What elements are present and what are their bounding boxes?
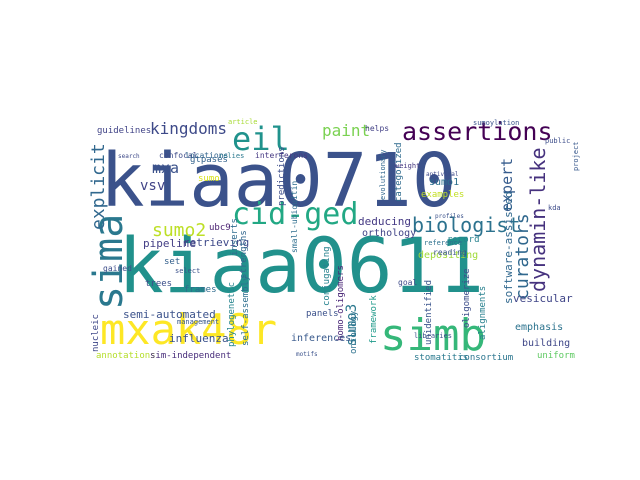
cloud-word: phylogenetic: [227, 282, 237, 347]
cloud-word: goal: [398, 278, 417, 287]
cloud-word: helps: [365, 124, 389, 133]
cloud-word: predictions: [277, 146, 287, 206]
cloud-word: antiviral: [426, 171, 459, 178]
cloud-word: strengths: [239, 230, 249, 279]
cloud-word: unidentified: [424, 280, 434, 345]
cloud-word: kingdoms: [150, 119, 227, 138]
cloud-word: paint: [322, 121, 370, 140]
cloud-word: sumoylation: [473, 119, 519, 127]
cloud-word: annotations: [96, 351, 156, 361]
cloud-word: gained: [103, 264, 132, 273]
cloud-word: relies: [219, 152, 244, 160]
cloud-word: influenza: [169, 332, 229, 345]
cloud-word: kda: [548, 204, 561, 212]
cloud-word: orthology: [362, 228, 416, 239]
cloud-word: explicit: [88, 143, 109, 230]
cloud-word: record: [447, 235, 480, 245]
cloud-word: inserts: [230, 218, 240, 256]
cloud-word: vsv: [140, 178, 165, 194]
cloud-word: guidelines: [97, 126, 151, 136]
cloud-word: sumo2: [152, 220, 206, 241]
cloud-word: framework: [369, 295, 379, 344]
cloud-word: simb: [380, 310, 486, 361]
cloud-word: public: [545, 137, 570, 145]
cloud-word: software-assisted: [502, 191, 515, 304]
cloud-word: emphasis: [515, 322, 563, 333]
cloud-word: project: [572, 141, 580, 171]
cloud-word: small-ubiquitin: [290, 181, 299, 253]
cloud-word: motifs: [296, 351, 318, 358]
cloud-word: evolutionary: [379, 149, 387, 200]
cloud-word: pipeline: [143, 237, 196, 250]
cloud-word: oligomerize: [462, 268, 472, 328]
cloud-word: semi-automated: [123, 308, 216, 321]
cloud-word: locations: [185, 151, 229, 160]
cloud-word: search: [118, 153, 140, 160]
cloud-word: management: [177, 318, 219, 326]
cloud-word: retrieving: [183, 236, 249, 249]
cloud-word: weight: [395, 162, 420, 170]
cloud-word: homo-oligomers: [336, 265, 346, 341]
cloud-word: kiaa0611: [118, 221, 484, 310]
cloud-word: conjugating: [322, 246, 332, 306]
cloud-word: frames: [184, 285, 217, 295]
cloud-word: self-assembly: [241, 275, 251, 346]
cloud-word: examples: [421, 190, 464, 200]
cloud-word: mxak48r: [100, 305, 277, 354]
cloud-word: expert: [498, 158, 516, 212]
cloud-word: sumo3: [344, 304, 360, 346]
cloud-word: sumo1: [429, 177, 459, 188]
cloud-word: biologist: [412, 213, 520, 237]
cloud-word: eil: [232, 120, 290, 158]
cloud-word: building: [522, 338, 570, 349]
cloud-word: deducing: [358, 215, 411, 228]
cloud-word: libraries: [414, 332, 452, 340]
cloud-word: nucleic: [91, 314, 101, 352]
cloud-word: vesicular: [513, 292, 573, 305]
cloud-word: interferons: [255, 151, 308, 160]
cloud-word: assertions: [402, 118, 553, 146]
cloud-word: depositing: [418, 250, 478, 261]
cloud-word: kiaa0710: [100, 138, 456, 224]
cloud-word: reference: [424, 239, 462, 247]
cloud-word: uniform: [537, 351, 575, 361]
cloud-word: categorized: [394, 142, 404, 202]
cloud-word: stomatitis: [414, 353, 468, 363]
cloud-word: gtpases: [190, 155, 228, 165]
cloud-word: confocal: [159, 151, 198, 160]
cloud-word: reading: [433, 248, 467, 257]
cloud-word: sima: [86, 214, 132, 310]
cloud-word: trees: [145, 279, 172, 289]
cloud-word: consortium: [459, 353, 513, 363]
cloud-word: set: [164, 257, 180, 267]
cloud-word: alignments: [478, 286, 488, 340]
cloud-word: cid-ged: [232, 197, 358, 232]
cloud-word: inferences: [291, 333, 351, 344]
cloud-word: panels: [306, 309, 339, 319]
cloud-word: select: [175, 267, 200, 275]
cloud-word: profiles: [435, 213, 464, 220]
cloud-word: ubc9: [209, 223, 231, 233]
cloud-word: mxa: [152, 159, 179, 177]
cloud-word: dynamin-like: [526, 148, 550, 293]
cloud-word: curators: [512, 213, 533, 300]
cloud-word: sim-independent: [150, 351, 231, 361]
cloud-word: article: [228, 118, 258, 126]
cloud-word: ontology: [349, 310, 359, 354]
cloud-word: sumo: [198, 174, 220, 184]
